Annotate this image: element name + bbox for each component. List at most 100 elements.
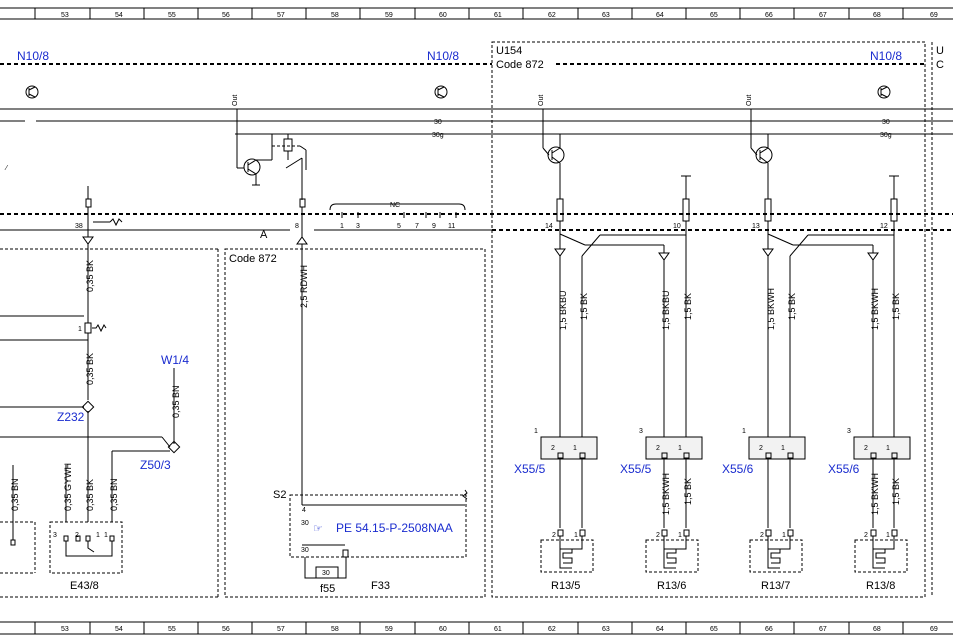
bruler-col-61: 61: [494, 626, 502, 633]
x55-6-connector-b: 3 2 1: [847, 428, 911, 460]
ruler-col-58: 58: [331, 12, 339, 19]
pe-reference-icon[interactable]: ☞: [313, 523, 323, 535]
wire-15bk-3: 1,5 BK: [787, 293, 797, 320]
r13-8-label: R13/8: [866, 580, 895, 592]
transistor-icon: [877, 85, 891, 99]
r13-8-heater: 2 1: [854, 529, 908, 573]
wire-15bkwh-2: 1,5 BKWH: [870, 288, 880, 330]
x55-5-label-b[interactable]: X55/5: [620, 462, 652, 476]
svg-text:4: 4: [302, 507, 306, 514]
x55-5-connector-b: 3 2 1: [639, 428, 703, 460]
ruler-col-67: 67: [819, 12, 827, 19]
ruler-col-53: 53: [61, 12, 69, 19]
svg-text:1: 1: [678, 532, 682, 539]
svg-text:30: 30: [322, 570, 330, 577]
u154-label: U154: [496, 45, 522, 57]
r13-6-heater: 2 1: [645, 529, 699, 573]
bruler-col-60: 60: [439, 626, 447, 633]
bruler-col-59: 59: [385, 626, 393, 633]
wire-035bn-1: 0,35 BN: [10, 478, 20, 511]
svg-text:3: 3: [639, 428, 643, 435]
svg-text:1: 1: [886, 445, 890, 452]
svg-text:1: 1: [104, 532, 108, 539]
nc-bracket: NC: [329, 202, 466, 218]
ruler-col-61: 61: [494, 12, 502, 19]
svg-text:1: 1: [678, 445, 682, 452]
bruler-col-69: 69: [930, 626, 938, 633]
s2-label: S2: [273, 489, 286, 501]
x55-6-label-b[interactable]: X55/6: [828, 462, 860, 476]
wire-15bk-2: 1,5 BK: [683, 293, 693, 320]
ruler-col-60: 60: [439, 12, 447, 19]
pin-1: 1: [340, 223, 344, 230]
bottom-ruler: 53 54 55 56 57 58 59 60 61 62 63 64 65 6…: [0, 621, 953, 635]
bruler-col-55: 55: [168, 626, 176, 633]
z50-3-splice: [167, 440, 181, 454]
wire-pin-38: [82, 186, 123, 323]
wire-15bkwh-4: 1,5 BKWH: [870, 473, 880, 515]
s2-switch-box: [289, 494, 467, 558]
point-a-label: A: [260, 229, 268, 241]
ruler-col-69: 69: [930, 12, 938, 19]
wire-15bk-6: 1,5 BK: [891, 478, 901, 505]
ruler-col-54: 54: [115, 12, 123, 19]
wire-25rdwh: 2,5 RDWH: [299, 265, 309, 308]
ruler-col-57: 57: [277, 12, 285, 19]
w1-4-label[interactable]: W1/4: [161, 353, 189, 367]
svg-text:1: 1: [782, 532, 786, 539]
ruler-col-63: 63: [602, 12, 610, 19]
n10-8-label-left[interactable]: N10/8: [17, 49, 49, 63]
svg-text:1: 1: [96, 532, 100, 539]
ruler-col-64: 64: [656, 12, 664, 19]
x55-6-label-a[interactable]: X55/6: [722, 462, 754, 476]
e43-8-label: E43/8: [70, 580, 99, 592]
svg-text:30: 30: [301, 520, 309, 527]
c-edge-label: C: [936, 59, 944, 71]
bruler-col-64: 64: [656, 626, 664, 633]
n10-8-label-mid[interactable]: N10/8: [427, 49, 459, 63]
u154-box: [491, 41, 926, 598]
z232-splice: [81, 400, 95, 414]
bruler-col-53: 53: [61, 626, 69, 633]
pe-reference-link[interactable]: PE 54.15-P-2508NAA: [336, 521, 453, 535]
wire-035bn-w: 0,35 BN: [171, 385, 181, 418]
f33-label: F33: [371, 580, 390, 592]
bruler-col-63: 63: [602, 626, 610, 633]
out-label-3: Out: [746, 95, 753, 106]
svg-text:3: 3: [847, 428, 851, 435]
svg-text:3: 3: [53, 532, 57, 539]
ruler-col-56: 56: [222, 12, 230, 19]
pin-10: 10: [673, 223, 681, 230]
code-872-label-top: Code 872: [496, 59, 544, 71]
f55-label: f55: [320, 583, 335, 595]
svg-text:2: 2: [760, 532, 764, 539]
wire-035bk-2: 0,35 BK: [85, 353, 95, 385]
bruler-col-65: 65: [710, 626, 718, 633]
wire-15bkwh-3: 1,5 BKWH: [661, 473, 671, 515]
ruler-col-65: 65: [710, 12, 718, 19]
r13-7-heater: 2 1: [749, 529, 803, 573]
u-edge-label: U: [936, 45, 944, 57]
connector-pin: [84, 322, 92, 334]
pin-8: 8: [295, 223, 299, 230]
bruler-col-57: 57: [277, 626, 285, 633]
wire-035gywh: 0,35 GYWH: [63, 463, 73, 511]
bus-30g-label: 30g: [432, 132, 444, 139]
svg-text:1: 1: [886, 532, 890, 539]
top-ruler: 53 54 55 56 57 58 59 60 61 62 63 64 65 6…: [0, 7, 953, 20]
svg-text:2: 2: [864, 445, 868, 452]
n10-8-label-right[interactable]: N10/8: [870, 49, 902, 63]
x55-5-label-a[interactable]: X55/5: [514, 462, 546, 476]
pin-38: 38: [75, 223, 83, 230]
pin-14: 14: [545, 223, 553, 230]
heater-channel-r13-7: [750, 109, 879, 445]
x55-5-connector-a: 1 2 1: [534, 428, 598, 460]
wire-035bn-2: 0,35 BN: [109, 478, 119, 511]
z232-label[interactable]: Z232: [57, 410, 85, 424]
relay-circuit: [236, 109, 307, 200]
pin-5: 5: [397, 223, 401, 230]
wire-15bk-5: 1,5 BK: [683, 478, 693, 505]
svg-text:30: 30: [301, 547, 309, 554]
z50-3-label[interactable]: Z50/3: [140, 458, 171, 472]
bruler-col-62: 62: [548, 626, 556, 633]
